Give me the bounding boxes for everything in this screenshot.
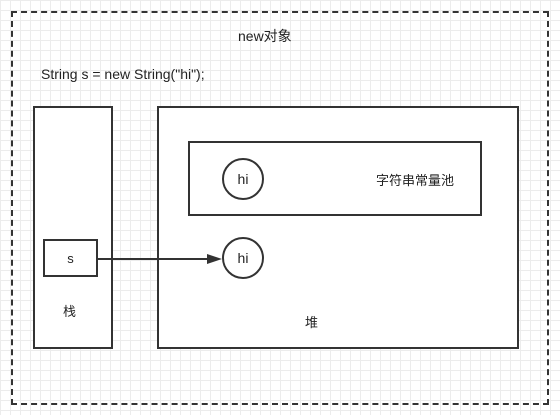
stack-variable-label: s	[67, 250, 74, 266]
heap-label: 堆	[305, 315, 319, 330]
stack-label: 栈	[63, 304, 77, 319]
code-line: String s = new String("hi");	[41, 66, 205, 82]
diagram-title: new对象	[238, 28, 292, 44]
heap-object-label: hi	[237, 250, 249, 266]
stack-variable-s: s	[43, 239, 98, 277]
string-pool-literal-node: hi	[222, 158, 264, 200]
reference-arrow-head	[207, 254, 222, 264]
diagram-frame	[11, 11, 549, 405]
string-pool-label: 字符串常量池	[376, 173, 455, 188]
heap-object-node: hi	[222, 237, 264, 279]
stack-box	[33, 106, 113, 349]
string-pool-literal-label: hi	[237, 171, 249, 187]
